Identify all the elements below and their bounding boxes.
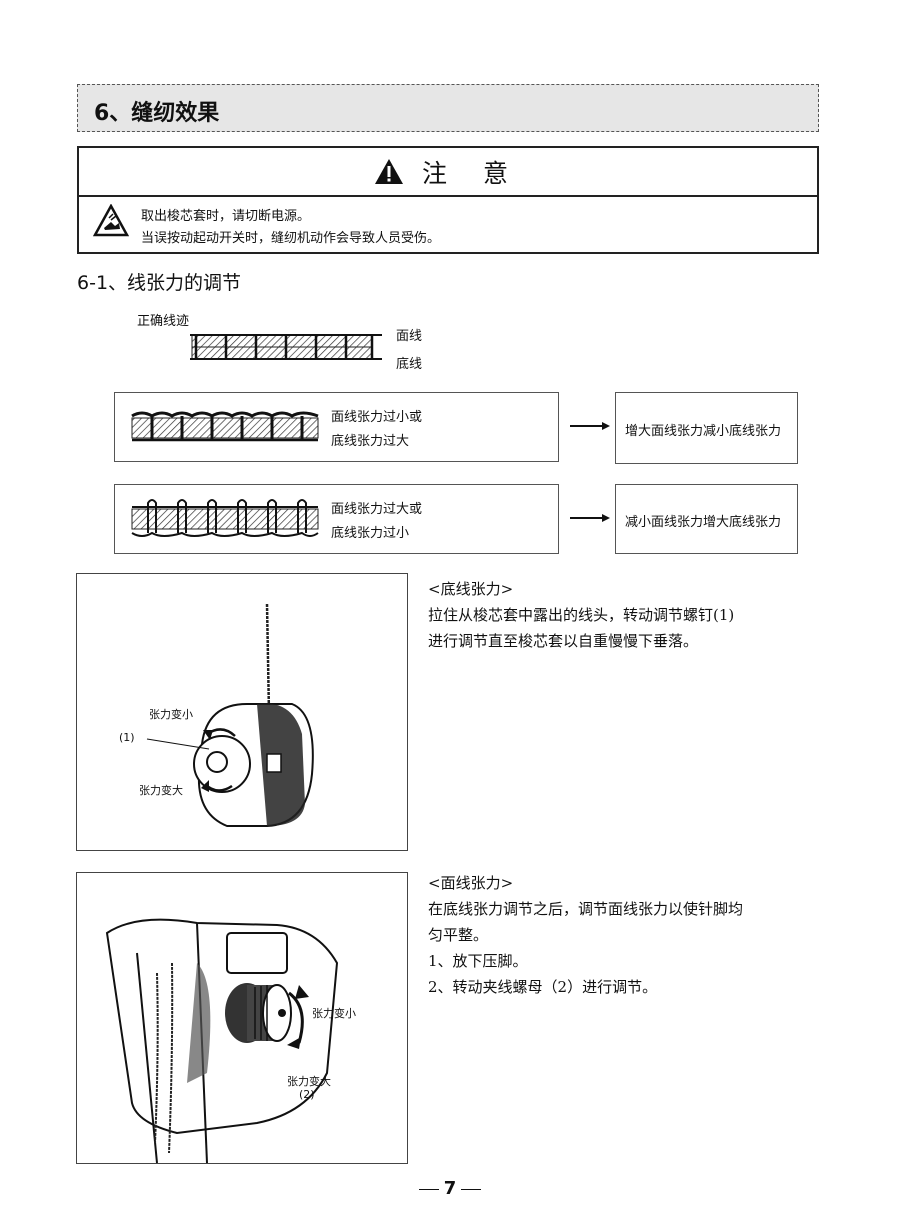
loose-upper-stitch-diagram: [131, 411, 319, 442]
section-header: 6、缝纫效果: [77, 84, 819, 132]
correct-stitch-label: 正确线迹: [137, 314, 190, 329]
caution-line-1: 取出梭芯套时，请切断电源。: [141, 209, 311, 224]
arrow-right-icon: [570, 422, 610, 430]
needle-smaller-label: 张力变小: [312, 1007, 356, 1020]
bobbin-smaller-label: 张力变小: [149, 708, 193, 721]
case-2-line-1: 面线张力过大或: [331, 502, 423, 517]
needle-heading: <面线张力>: [428, 874, 514, 892]
needle-step-2: 2、转动夹线螺母（2）进行调节。: [428, 978, 658, 996]
case-1-line-2: 底线张力过大: [331, 434, 410, 449]
subsection-title: 6-1、线张力的调节: [77, 272, 242, 294]
tension-nut-illustration: [105, 918, 339, 1164]
caution-line-2: 当误按动起动开关时，缝纫机动作会导致人员受伤。: [141, 231, 441, 246]
needle-ref-label: (2): [299, 1088, 315, 1101]
case-2-line-2: 底线张力过小: [331, 526, 410, 541]
correct-stitch-diagram: [190, 334, 382, 360]
needle-text-1: 在底线张力调节之后，调节面线张力以使针脚均: [428, 900, 744, 918]
needle-larger-label: 张力变大: [287, 1075, 331, 1088]
needle-step-1: 1、放下压脚。: [428, 952, 528, 970]
case-2-action: 减小面线张力增大底线张力: [625, 515, 782, 530]
hand-injury-icon: [93, 204, 129, 237]
upper-thread-label: 面线: [396, 329, 423, 344]
case-1-box: 面线张力过小或 底线张力过大: [114, 392, 559, 462]
case-1-line-1: 面线张力过小或: [331, 410, 423, 425]
page-footer: 7: [410, 1178, 490, 1199]
page-number: 7: [443, 1178, 457, 1199]
caution-box: 注 意 取出梭芯套时，请切断电源。 当误按动起动开关时，缝纫机动作会导致人员受伤…: [77, 146, 819, 254]
section-title: 6、缝纫效果: [94, 101, 220, 126]
bobbin-text-1: 拉住从梭芯套中露出的线头，转动调节螺钉(1): [428, 606, 735, 624]
bobbin-heading: <底线张力>: [428, 580, 514, 598]
bobbin-case-illustration: [146, 603, 314, 827]
caution-title: 注 意: [422, 158, 522, 188]
case-2-action-box: 减小面线张力增大底线张力: [615, 484, 798, 554]
warning-icon: [375, 159, 404, 184]
bobbin-thread-label: 底线: [396, 357, 423, 372]
bobbin-ref-label: (1): [119, 731, 135, 744]
case-1-action: 增大面线张力减小底线张力: [625, 424, 782, 439]
bobbin-text-2: 进行调节直至梭芯套以自重慢慢下垂落。: [428, 632, 699, 650]
bobbin-larger-label: 张力变大: [139, 784, 183, 797]
tight-upper-stitch-diagram: [131, 499, 319, 537]
case-1-action-box: 增大面线张力减小底线张力: [615, 392, 798, 464]
needle-text-2: 匀平整。: [428, 926, 489, 944]
case-2-box: 面线张力过大或 底线张力过小: [114, 484, 559, 554]
thread-tension-figure: 张力变小 张力变大 (2): [76, 872, 408, 1164]
caution-header: 注 意: [79, 148, 817, 197]
bobbin-case-figure: 张力变小 (1) 张力变大: [76, 573, 408, 851]
arrow-right-icon: [570, 514, 610, 522]
